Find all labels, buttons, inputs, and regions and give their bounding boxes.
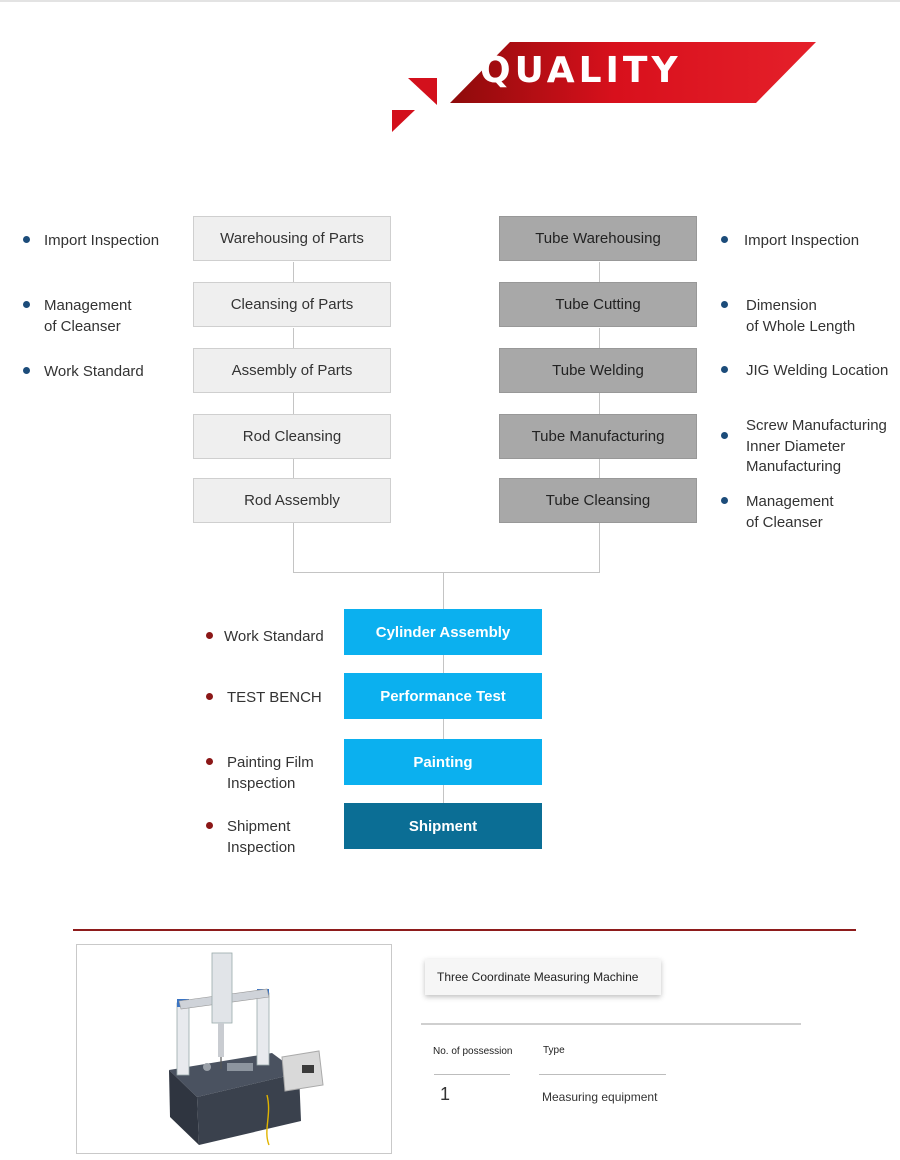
process-tube-cleansing: Tube Cleansing bbox=[499, 478, 697, 523]
possession-count: 1 bbox=[440, 1084, 450, 1105]
table-top-rule bbox=[421, 1023, 801, 1025]
note-jig-welding-location: JIG Welding Location bbox=[746, 360, 888, 381]
connector-line bbox=[293, 328, 294, 348]
process-tube-manufacturing: Tube Manufacturing bbox=[499, 414, 697, 459]
bullet-icon bbox=[206, 822, 213, 829]
process-performance-test: Performance Test bbox=[344, 673, 542, 719]
connector-line bbox=[443, 654, 444, 673]
connector-line bbox=[293, 393, 294, 414]
bullet-icon bbox=[23, 236, 30, 243]
connector-line bbox=[599, 328, 600, 348]
bullet-icon bbox=[721, 497, 728, 504]
connector-line bbox=[293, 523, 294, 572]
bullet-icon bbox=[721, 432, 728, 439]
note-import-inspection-right: Import Inspection bbox=[744, 230, 859, 251]
cmm-machine-illustration bbox=[77, 945, 393, 1155]
note-work-standard: Work Standard bbox=[44, 361, 144, 382]
column-rule bbox=[434, 1074, 510, 1075]
bullet-icon bbox=[721, 301, 728, 308]
note-screw-manufacturing: Screw Manufacturing Inner Diameter Manuf… bbox=[746, 416, 887, 478]
column-rule bbox=[539, 1074, 666, 1075]
bullet-icon bbox=[721, 366, 728, 373]
process-rod-assembly: Rod Assembly bbox=[193, 478, 391, 523]
bullet-icon bbox=[721, 236, 728, 243]
connector-line bbox=[443, 784, 444, 803]
equipment-title: Three Coordinate Measuring Machine bbox=[425, 959, 661, 995]
connector-line bbox=[599, 459, 600, 478]
note-import-inspection: Import Inspection bbox=[44, 230, 159, 251]
note-painting-film-inspection: Painting Film Inspection bbox=[227, 752, 314, 794]
note-test-bench: TEST BENCH bbox=[227, 687, 322, 708]
bullet-icon bbox=[23, 301, 30, 308]
process-cylinder-assembly: Cylinder Assembly bbox=[344, 609, 542, 655]
connector-line bbox=[599, 262, 600, 282]
note-management-of-cleanser: Management of Cleanser bbox=[44, 295, 132, 337]
banner-triangle-accent-small bbox=[392, 110, 415, 132]
connector-line bbox=[293, 262, 294, 282]
connector-line bbox=[293, 459, 294, 478]
page-title: QUALITY bbox=[480, 50, 682, 91]
process-shipment: Shipment bbox=[344, 803, 542, 849]
bullet-icon bbox=[23, 367, 30, 374]
note-dimension-whole-length: Dimension of Whole Length bbox=[746, 295, 855, 337]
note-management-of-cleanser-right: Management of Cleanser bbox=[746, 491, 834, 533]
bullet-icon bbox=[206, 693, 213, 700]
process-rod-cleansing: Rod Cleansing bbox=[193, 414, 391, 459]
process-tube-warehousing: Tube Warehousing bbox=[499, 216, 697, 261]
machine-photo bbox=[76, 944, 392, 1154]
process-tube-welding: Tube Welding bbox=[499, 348, 697, 393]
banner-triangle-accent bbox=[408, 78, 437, 105]
process-cleansing-of-parts: Cleansing of Parts bbox=[193, 282, 391, 327]
bullet-icon bbox=[206, 758, 213, 765]
column-header-type: Type bbox=[543, 1045, 565, 1056]
process-assembly-of-parts: Assembly of Parts bbox=[193, 348, 391, 393]
process-warehousing-of-parts: Warehousing of Parts bbox=[193, 216, 391, 261]
process-painting: Painting bbox=[344, 739, 542, 785]
connector-line bbox=[599, 523, 600, 572]
section-divider bbox=[73, 929, 856, 931]
merge-line bbox=[293, 572, 600, 573]
connector-line bbox=[443, 572, 444, 609]
column-header-possession: No. of possession bbox=[433, 1046, 513, 1057]
connector-line bbox=[599, 393, 600, 414]
connector-line bbox=[443, 718, 444, 739]
top-divider bbox=[0, 0, 900, 2]
bullet-icon bbox=[206, 632, 213, 639]
note-shipment-inspection: Shipment Inspection bbox=[227, 816, 295, 858]
note-work-standard-center: Work Standard bbox=[224, 626, 324, 647]
equipment-type: Measuring equipment bbox=[542, 1090, 657, 1104]
process-tube-cutting: Tube Cutting bbox=[499, 282, 697, 327]
